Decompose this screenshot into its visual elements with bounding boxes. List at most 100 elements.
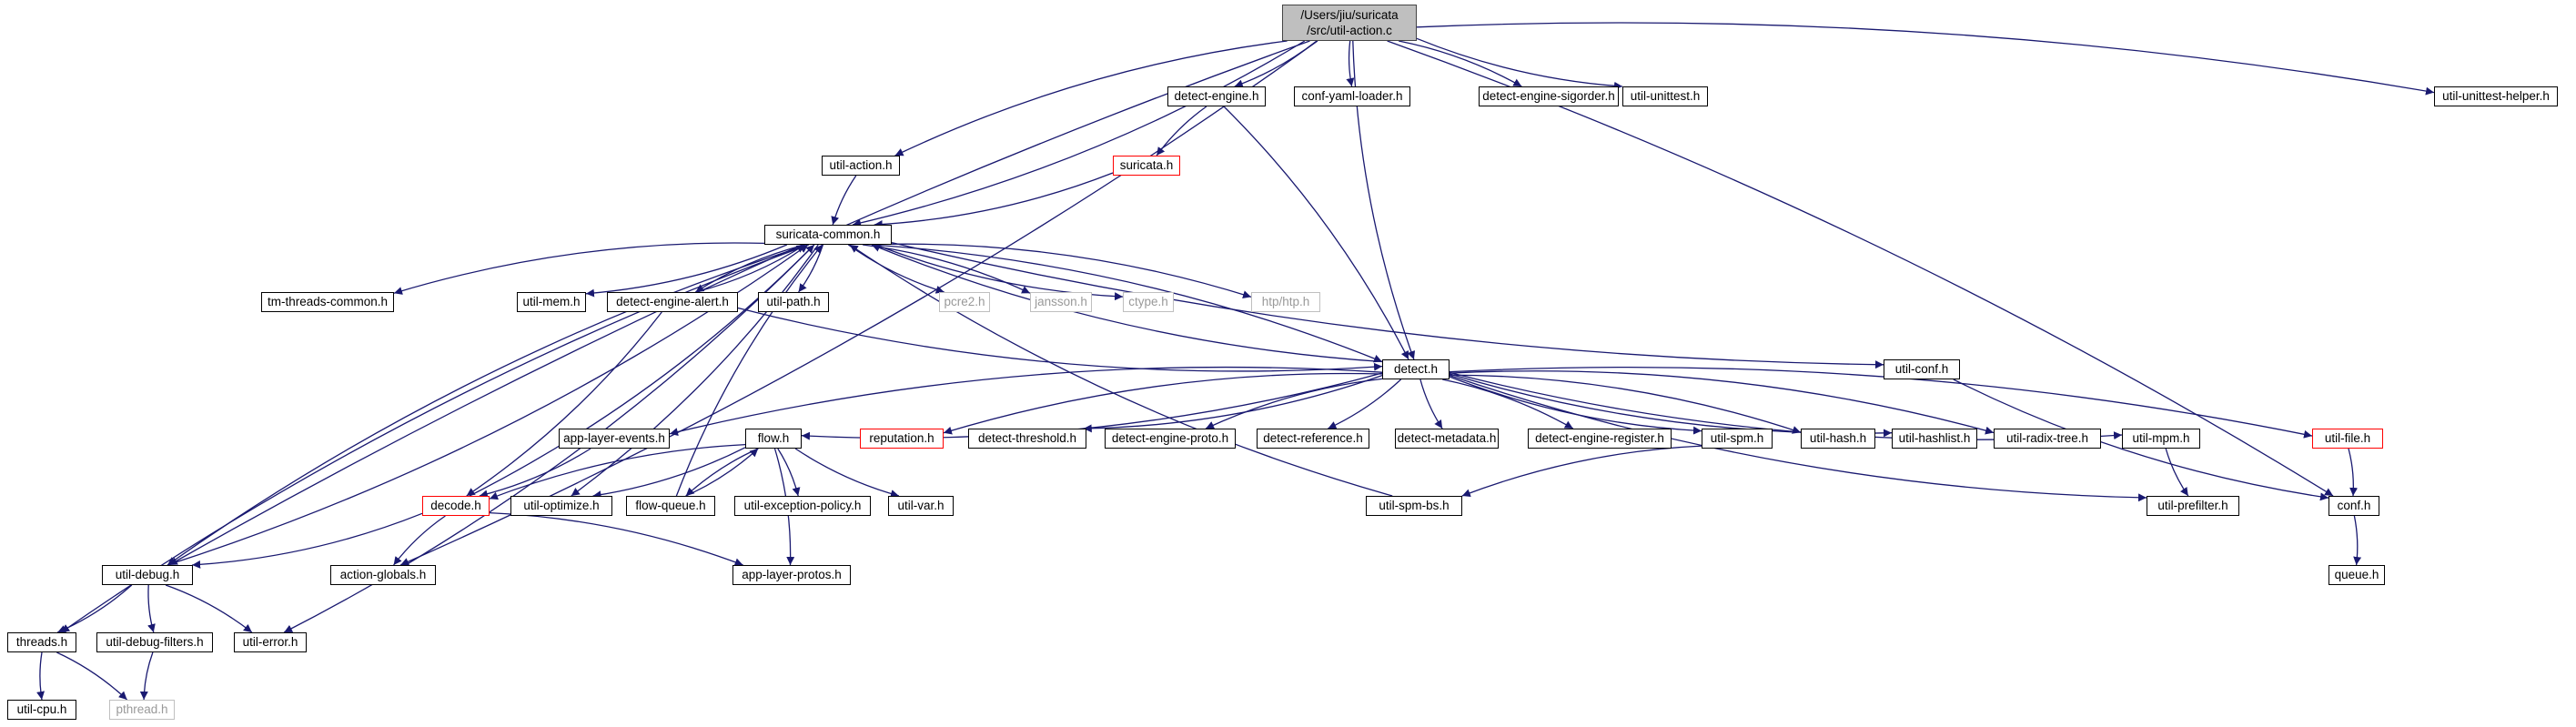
node-util-cpu[interactable]: util-cpu.h [7,700,76,720]
edge-flow-to-exception [777,448,801,497]
node-reputation[interactable]: reputation.h [860,429,944,449]
node-label: detect-reference.h [1263,431,1363,445]
node-prefilter[interactable]: util-prefilter.h [2147,496,2239,516]
edge-detect-to-metadata [1419,379,1443,429]
edge-alert-to-detect [737,307,1383,372]
node-label: suricata-common.h [775,227,881,241]
edge-root-to-sigorder [1398,40,1522,87]
node-util-unittest[interactable]: util-unittest.h [1622,86,1708,106]
node-label: jansson.h [1035,295,1087,308]
node-label: flow.h [757,431,790,445]
node-app-layer-events[interactable]: app-layer-events.h [559,429,670,449]
node-label: util-hash.h [1809,431,1867,445]
node-root[interactable]: /Users/jiu/suricata/src/util-action.c [1282,5,1417,41]
node-detect[interactable]: detect.h [1382,359,1450,379]
node-conf[interactable]: conf.h [2329,496,2379,516]
node-unittest-helper[interactable]: util-unittest-helper.h [2434,86,2558,106]
edge-root-to-util-action [894,40,1288,157]
edge-common-to-util-mem [585,244,788,298]
node-decode[interactable]: decode.h [422,496,490,516]
node-app-layer-protos[interactable]: app-layer-protos.h [732,565,851,585]
edge-detect-to-reference [1328,379,1402,429]
node-pthread: pthread.h [109,700,175,720]
node-label: detect-engine-sigorder.h [1482,89,1615,103]
node-tm-threads[interactable]: tm-threads-common.h [261,292,394,312]
node-label: pcre2.h [944,295,985,308]
edge-threads-to-util-cpu [36,651,45,701]
edge-decode-to-common [469,244,815,497]
node-radix[interactable]: util-radix-tree.h [1994,429,2101,449]
node-label: util-mpm.h [2132,431,2190,445]
edge-root-to-util-debug [168,40,1310,566]
node-queue[interactable]: queue.h [2329,565,2385,585]
node-util-error[interactable]: util-error.h [234,632,307,652]
edge-util-action-to-common [831,175,857,226]
node-alert[interactable]: detect-engine-alert.h [607,292,738,312]
node-threshold[interactable]: detect-threshold.h [968,429,1086,449]
edge-detect-to-app-layer-events [669,366,1383,436]
node-label: util-spm.h [1710,431,1764,445]
node-util-file[interactable]: util-file.h [2312,429,2383,449]
node-label: util-conf.h [1894,362,1949,376]
edge-flow-queue-to-flow [685,448,759,497]
node-spm-bs[interactable]: util-spm-bs.h [1366,496,1462,516]
edge-common-to-alert [695,244,805,293]
edge-common-to-tm-threads [393,242,765,295]
edge-util-debug-to-debug-filters [147,584,156,633]
edge-detect-to-radix [1449,370,1995,435]
edge-alert-to-decode [466,311,662,497]
node-label: app-layer-protos.h [742,568,842,581]
node-label: queue.h [2334,568,2379,581]
node-util-hash[interactable]: util-hash.h [1801,429,1875,449]
node-reference[interactable]: detect-reference.h [1257,429,1369,449]
edge-alert-to-common [695,244,805,293]
node-flow[interactable]: flow.h [745,429,802,449]
edge-flow-to-util-var [794,448,900,498]
node-action-globals[interactable]: action-globals.h [330,565,436,585]
node-label: reputation.h [869,431,934,445]
node-util-mpm[interactable]: util-mpm.h [2122,429,2200,449]
edge-detect-to-proto [1205,378,1383,429]
node-label: detect.h [1393,362,1439,376]
edge-detect-engine-to-detect [1223,106,1409,360]
node-debug-filters[interactable]: util-debug-filters.h [96,632,213,652]
node-label: suricata.h [1119,158,1174,172]
node-detect-engine[interactable]: detect-engine.h [1167,86,1266,106]
node-label: detect-engine-register.h [1535,431,1664,445]
node-conf-yaml[interactable]: conf-yaml-loader.h [1294,86,1410,106]
node-util-hashlist[interactable]: util-hashlist.h [1892,429,1977,449]
edge-flow-to-util-optimize [592,447,746,500]
node-label: conf.h [2337,499,2371,512]
node-exception[interactable]: util-exception-policy.h [734,496,871,516]
node-ctype: ctype.h [1123,292,1174,312]
node-util-mem[interactable]: util-mem.h [517,292,586,312]
node-util-var[interactable]: util-var.h [888,496,954,516]
node-label: app-layer-events.h [563,431,665,445]
node-common[interactable]: suricata-common.h [764,225,892,245]
node-suricata[interactable]: suricata.h [1113,156,1180,176]
node-threads[interactable]: threads.h [7,632,76,652]
node-label: util-prefilter.h [2157,499,2228,512]
node-util-debug[interactable]: util-debug.h [102,565,193,585]
node-label: htp/htp.h [1261,295,1310,308]
node-proto[interactable]: detect-engine-proto.h [1105,429,1236,449]
edge-decode-to-action-globals [393,515,446,566]
node-util-optimize[interactable]: util-optimize.h [510,496,612,516]
node-metadata[interactable]: detect-metadata.h [1395,429,1499,449]
node-label: detect-metadata.h [1397,431,1497,445]
node-util-conf[interactable]: util-conf.h [1884,359,1960,379]
node-flow-queue[interactable]: flow-queue.h [626,496,715,516]
edge-threads-to-pthread [56,651,128,701]
edge-detect-to-register [1442,379,1574,429]
node-register[interactable]: detect-engine-register.h [1528,429,1672,449]
edge-util-conf-to-conf [1953,379,2329,501]
edge-root-to-common [852,40,1306,227]
node-label: util-radix-tree.h [2005,431,2089,445]
node-htp: htp/htp.h [1251,292,1320,312]
edge-detect-to-util-hash [1449,374,1802,434]
node-util-action[interactable]: util-action.h [822,156,900,176]
node-util-path[interactable]: util-path.h [758,292,829,312]
node-sigorder[interactable]: detect-engine-sigorder.h [1479,86,1619,106]
edge-common-to-util-debug [167,244,809,566]
node-util-spm[interactable]: util-spm.h [1702,429,1773,449]
